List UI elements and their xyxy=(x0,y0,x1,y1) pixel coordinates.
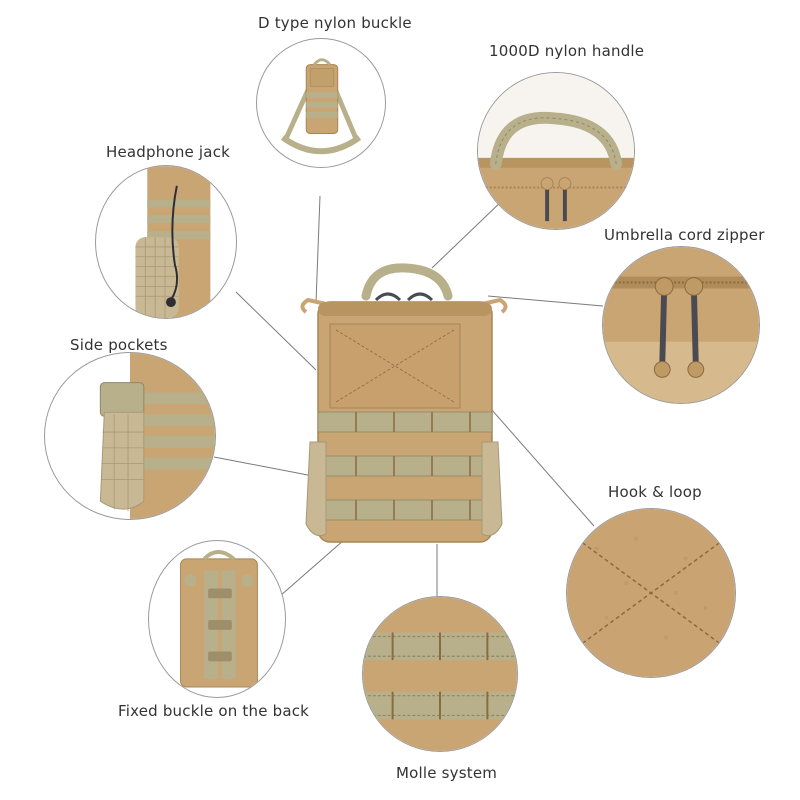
molle-closeup-image xyxy=(363,597,517,751)
label-molle: Molle system xyxy=(396,764,498,782)
label-back: Fixed buckle on the back xyxy=(118,702,310,720)
label-headphone: Headphone jack xyxy=(106,143,231,161)
callout-hook-loop xyxy=(566,508,736,678)
main-bag-image xyxy=(300,263,508,543)
side-pocket-image xyxy=(99,353,215,519)
hook-loop-closeup-image xyxy=(567,509,735,677)
headphone-jack-image xyxy=(135,166,211,318)
callout-handle xyxy=(477,72,635,230)
callout-headphone xyxy=(95,165,237,319)
leader-line-d-buckle xyxy=(315,195,321,304)
leader-line-zipper xyxy=(487,295,604,307)
leader-line-side xyxy=(213,456,314,477)
handle-closeup-image xyxy=(478,73,634,229)
label-handle: 1000D nylon handle xyxy=(489,42,645,60)
back-panel-image xyxy=(180,550,258,688)
zipper-closeup-image xyxy=(603,247,759,403)
label-d-buckle: D type nylon buckle xyxy=(258,14,412,32)
label-side: Side pockets xyxy=(70,336,168,354)
callout-molle xyxy=(362,596,518,752)
leader-line-back xyxy=(279,539,345,597)
bag-with-strap-image xyxy=(280,58,362,155)
callout-d-buckle xyxy=(256,38,386,168)
callout-zipper xyxy=(602,246,760,404)
callout-side-pockets xyxy=(44,352,216,520)
leader-line-handle xyxy=(431,197,506,269)
callout-back-buckle xyxy=(148,540,286,698)
leader-line-headphone xyxy=(235,291,317,371)
label-zipper: Umbrella cord zipper xyxy=(604,226,765,244)
label-hook: Hook & loop xyxy=(608,483,702,501)
